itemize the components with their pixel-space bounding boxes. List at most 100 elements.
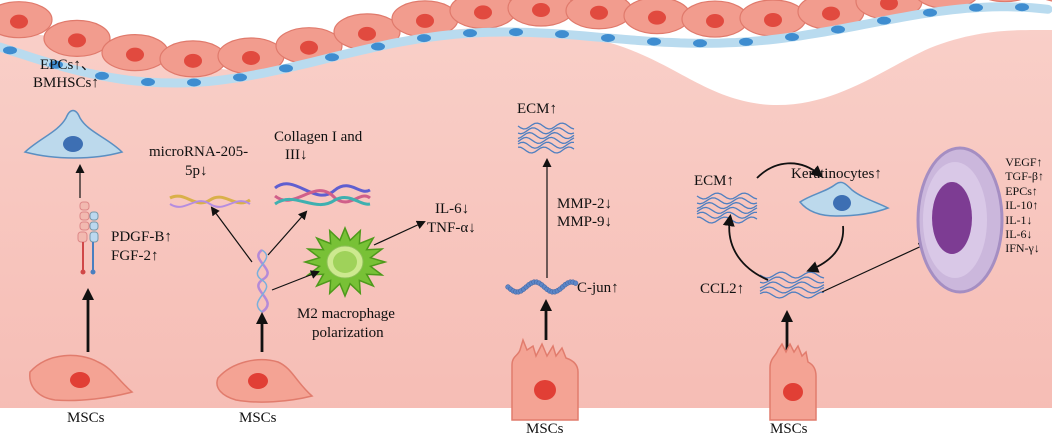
epithelial-nucleus <box>10 14 28 29</box>
label-mmp9: MMP-9↓ <box>557 214 613 230</box>
fiber-strand <box>517 127 575 135</box>
cytokine-item: IL-10↑ <box>1005 198 1039 213</box>
cytokine-list: VEGF↑TGF-β↑EPCs↑IL-10↑IL-1↓IL-6↓IFN-γ↓ <box>1005 155 1044 256</box>
cytokine-item: TGF-β↑ <box>1005 169 1044 184</box>
label-m2: M2 macrophage <box>297 306 395 322</box>
vessel-nucleus <box>371 42 385 51</box>
label-microrna: microRNA-205- <box>149 144 249 160</box>
label-ecm-right: ECM↑ <box>694 173 735 189</box>
fiber-strand <box>759 276 825 284</box>
label-polarization: polarization <box>312 325 384 341</box>
vessel-nucleus <box>417 34 431 43</box>
epithelial-nucleus <box>822 6 840 21</box>
epithelial-nucleus <box>880 0 898 11</box>
epithelial-nucleus <box>242 50 260 65</box>
label-il6: IL-6↓ <box>435 201 470 217</box>
epithelial-nucleus <box>358 26 376 41</box>
panel-1 <box>23 109 134 402</box>
fiber-strand <box>696 201 758 210</box>
collagen-fibers <box>274 182 371 207</box>
label-pdgf: PDGF-B↑ <box>111 229 172 245</box>
vessel-nucleus <box>463 29 477 38</box>
epithelial-nucleus <box>184 53 202 68</box>
label-msc-2: MSCs <box>239 410 277 426</box>
label-bmhscs: BMHSCs↑ <box>33 75 99 91</box>
c-jun-bead <box>572 280 579 286</box>
fiber-strand <box>517 122 575 130</box>
vessel-nucleus <box>95 71 109 80</box>
epithelial-nucleus <box>126 47 144 62</box>
vessel-nucleus <box>831 25 845 34</box>
epithelial-nucleus <box>416 13 434 28</box>
vessel-nucleus <box>785 33 799 42</box>
label-fgf2: FGF-2↑ <box>111 248 159 264</box>
vessel-nucleus <box>49 60 63 69</box>
epithelial-nucleus <box>764 13 782 28</box>
vessel-nucleus <box>877 16 891 25</box>
vessel-lining <box>0 2 1052 88</box>
fiber-strand <box>696 192 758 200</box>
epc-cell <box>23 109 124 159</box>
epc-nucleus <box>63 136 83 152</box>
vessel-nucleus <box>647 37 661 46</box>
epithelial-nucleus <box>300 40 318 55</box>
fiber-strand <box>696 211 757 219</box>
microrna-helix <box>169 194 251 205</box>
fiber-strand <box>759 271 825 279</box>
label-collagen: Collagen I and <box>274 129 363 145</box>
msc-cell-4 <box>769 342 817 421</box>
label-collagen-iii: III↓ <box>285 147 308 163</box>
cytokine-item: VEGF↑ <box>1005 155 1043 169</box>
label-ecm-mid: ECM↑ <box>517 101 558 117</box>
vessel-nucleus <box>279 64 293 73</box>
ecm-fibers-mid <box>517 122 575 154</box>
m2-macrophage <box>302 226 388 298</box>
epithelial-cell <box>988 0 1022 3</box>
fiber-strand <box>696 206 758 214</box>
label-msc-4: MSCs <box>770 421 808 437</box>
immune-nucleus <box>932 182 972 254</box>
label-msc-3: MSCs <box>526 421 564 437</box>
vessel-nucleus <box>325 53 339 62</box>
epithelial-cell <box>1045 0 1052 2</box>
ccl2-mesh <box>759 271 825 299</box>
vessel-nucleus <box>923 8 937 17</box>
label-msc-1: MSCs <box>67 410 105 426</box>
pdgf-chain <box>77 201 99 275</box>
vessel-nucleus <box>555 30 569 39</box>
vessel-nucleus <box>187 78 201 87</box>
label-keratinocytes: Keratinocytes↑ <box>791 166 882 182</box>
epithelial-nucleus <box>648 10 666 25</box>
label-tnfa: TNF-α↓ <box>427 220 476 236</box>
fiber-strand <box>696 197 758 205</box>
epithelial-nucleus <box>590 5 608 20</box>
panel-3 <box>505 122 579 421</box>
epithelial-nucleus <box>706 14 724 29</box>
epithelial-layer <box>0 0 1052 78</box>
vessel-nucleus <box>601 33 615 42</box>
cytokine-item: IFN-γ↓ <box>1005 241 1040 256</box>
epithelial-nucleus <box>68 33 86 48</box>
label-mmp2: MMP-2↓ <box>557 196 613 212</box>
vessel-nucleus <box>509 28 523 37</box>
panel-2 <box>169 182 426 403</box>
fiber-strand <box>517 136 575 144</box>
epithelial-nucleus <box>532 3 550 18</box>
c-jun-chain <box>505 279 579 295</box>
label-ccl2: CCL2↑ <box>700 281 745 297</box>
vessel-nucleus <box>3 46 17 55</box>
cytokine-item: IL-1↓ <box>1005 212 1033 227</box>
fiber-strand <box>759 281 825 289</box>
vessel-nucleus <box>969 3 983 12</box>
vessel-nucleus <box>141 78 155 87</box>
epithelial-nucleus <box>474 5 492 20</box>
fiber-strand <box>759 291 824 299</box>
label-epcs: EPCs↑、 <box>40 57 96 73</box>
fiber-strand <box>517 141 574 149</box>
vessel-nucleus <box>693 39 707 48</box>
ecm-fibers-right <box>696 192 758 224</box>
panel-4 <box>696 146 1004 421</box>
fiber-strand <box>759 286 825 294</box>
